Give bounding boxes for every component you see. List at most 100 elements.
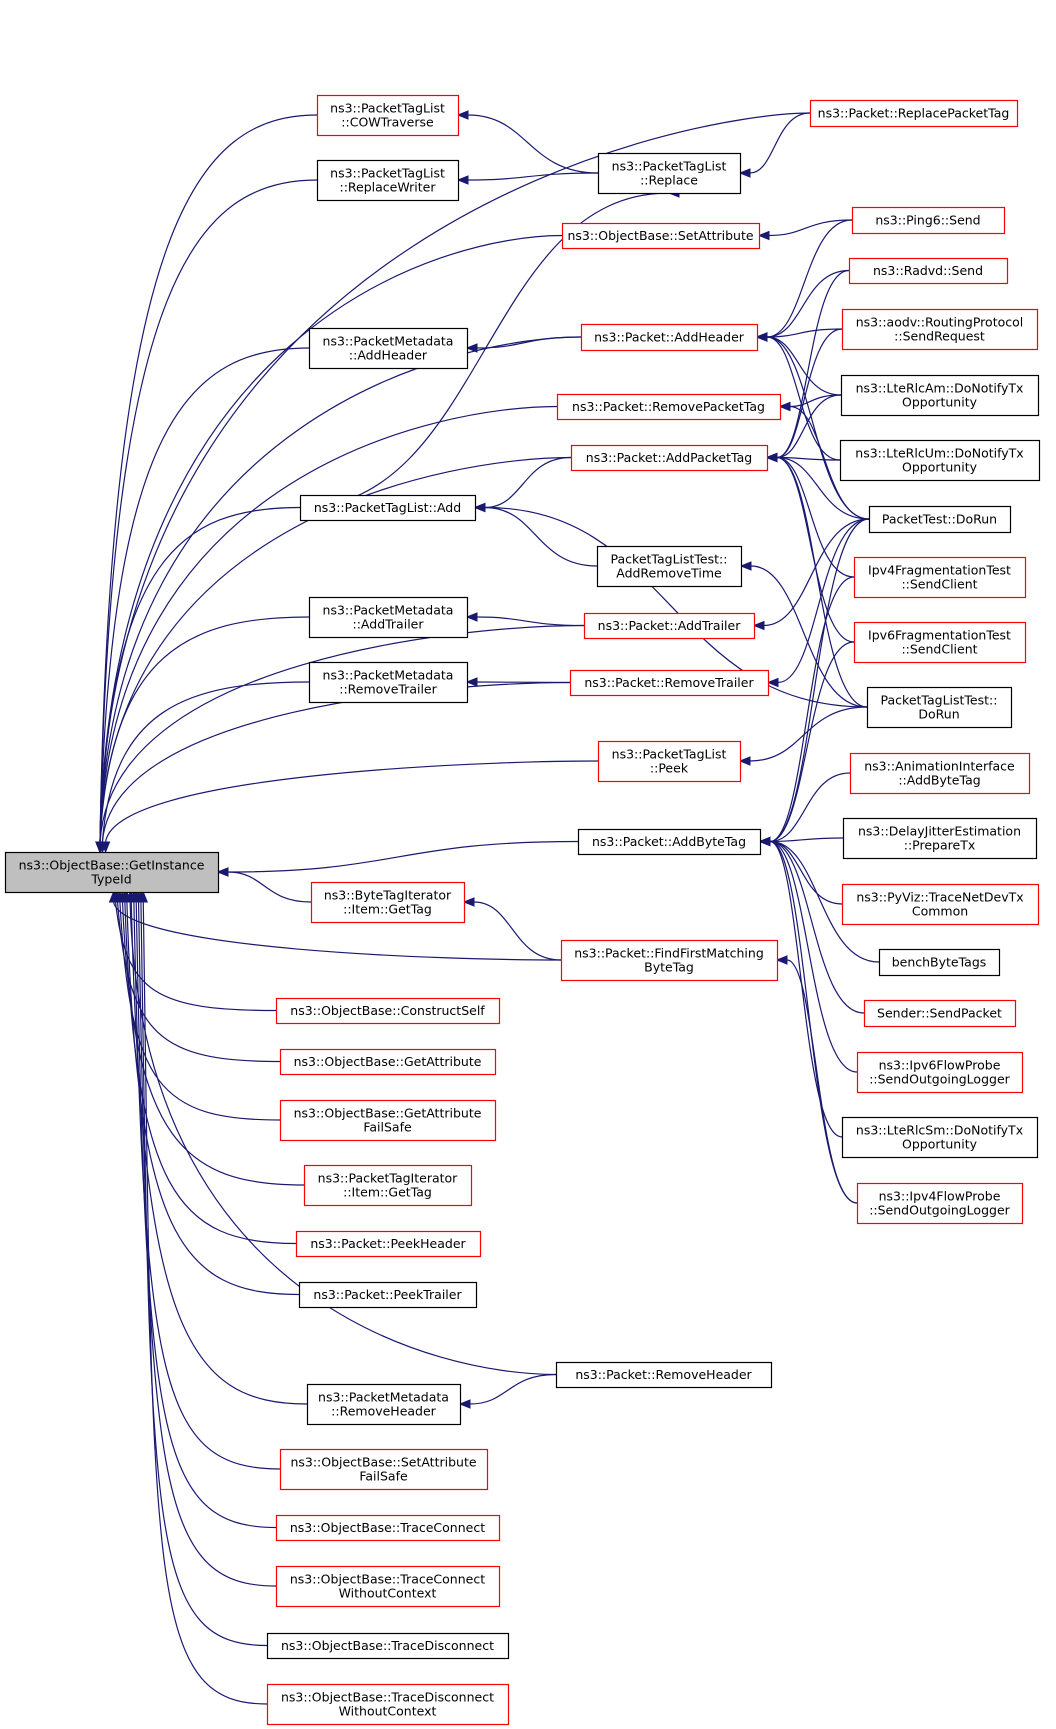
edge-p_removeheader-to-pm_removeheader: [458, 1373, 557, 1409]
edge-line: [469, 1373, 557, 1405]
node-label-line: ns3::Packet::AddPacketTag: [586, 450, 752, 465]
node-ptl_replace[interactable]: ns3::PacketTagList::Replace: [597, 152, 742, 195]
node-label-line: ::Item::GetTag: [343, 1185, 432, 1200]
node-peektrailer[interactable]: ns3::Packet::PeekTrailer: [298, 1281, 478, 1309]
node-box: [597, 740, 742, 783]
node-constructself[interactable]: ns3::ObjectBase::ConstructSelf: [275, 997, 501, 1025]
edge-ptl_add-to-root: [95, 506, 301, 854]
edge-line: [789, 394, 842, 408]
arrowhead-icon: [778, 401, 791, 412]
node-box: [848, 257, 1009, 285]
node-box: [849, 752, 1031, 795]
edges-layer: [95, 110, 880, 1705]
node-pkttagiter[interactable]: ns3::PacketTagIterator::Item::GetTag: [303, 1164, 473, 1207]
node-box: [308, 661, 469, 704]
node-pm_removeheader[interactable]: ns3::PacketMetadata::RemoveHeader: [306, 1383, 462, 1426]
edge-ipv6frag-to-addpackettag: [765, 452, 855, 643]
node-addremovetime[interactable]: PacketTagListTest::AddRemoveTime: [596, 545, 743, 588]
edge-sender-to-addbytetag: [758, 836, 865, 1014]
edge-line: [137, 901, 277, 1587]
node-label-line: ns3::ObjectBase::GetAttribute: [294, 1054, 482, 1069]
node-label-line: PacketTagListTest::: [881, 693, 998, 708]
node-box: [839, 439, 1041, 482]
node-label-line: ns3::Radvd::Send: [873, 263, 983, 278]
node-getattribute[interactable]: ns3::ObjectBase::GetAttribute: [279, 1048, 497, 1076]
arrowhead-icon: [757, 230, 770, 241]
node-delayjitter[interactable]: ns3::DelayJitterEstimation::PrepareTx: [842, 817, 1038, 860]
node-ptl_add[interactable]: ns3::PacketTagList::Add: [299, 494, 477, 522]
node-pm_addheader[interactable]: ns3::PacketMetadata::AddHeader: [308, 327, 469, 370]
node-label-line: ::RemoveTrailer: [339, 682, 437, 697]
node-traceconnectwc[interactable]: ns3::ObjectBase::TraceConnectWithoutCont…: [275, 1565, 501, 1608]
node-pm_removetrailer[interactable]: ns3::PacketMetadata::RemoveTrailer: [308, 661, 469, 704]
arrowhead-icon: [738, 168, 751, 178]
edge-line: [769, 772, 851, 843]
edge-animation-to-addbytetag: [758, 772, 851, 847]
node-ipv6flow[interactable]: ns3::Ipv6FlowProbe::SendOutgoingLogger: [856, 1051, 1024, 1094]
node-radvd[interactable]: ns3::Radvd::Send: [848, 257, 1009, 285]
node-removepackettag[interactable]: ns3::Packet::RemovePacketTag: [556, 393, 782, 421]
node-pm_addtrailer[interactable]: ns3::PacketMetadata::AddTrailer: [308, 596, 469, 639]
node-benchbytetags[interactable]: benchByteTags: [878, 948, 1001, 977]
node-box: [275, 997, 501, 1025]
node-label-line: ::Replace: [640, 173, 698, 188]
edge-line: [766, 269, 850, 338]
edge-line: [776, 394, 842, 459]
node-replacepackettag[interactable]: ns3::Packet::ReplacePacketTag: [809, 99, 1019, 128]
edge-line: [467, 114, 599, 174]
node-box: [863, 999, 1017, 1028]
node-ipv6frag[interactable]: Ipv6FragmentationTest::SendClient: [853, 621, 1027, 664]
edge-pm_addheader-to-root: [95, 347, 310, 854]
node-tracedisconnectwc[interactable]: ns3::ObjectBase::TraceDisconnectWithoutC…: [266, 1683, 510, 1726]
node-box: [596, 545, 743, 588]
arrowhead-icon: [465, 612, 478, 622]
node-tracedisconnect[interactable]: ns3::ObjectBase::TraceDisconnect: [266, 1632, 510, 1660]
node-box: [308, 596, 469, 639]
node-sender[interactable]: Sender::SendPacket: [863, 999, 1017, 1028]
node-label-line: Sender::SendPacket: [877, 1006, 1002, 1021]
node-replacewriter[interactable]: ns3::PacketTagList::ReplaceWriter: [316, 159, 460, 202]
node-label-line: ::RemoveHeader: [331, 1404, 437, 1419]
node-animation[interactable]: ns3::AnimationInterface::AddByteTag: [849, 752, 1031, 795]
node-label-line: Opportunity: [902, 460, 978, 475]
node-p_removeheader[interactable]: ns3::Packet::RemoveHeader: [555, 1361, 773, 1389]
edge-packettest-to-p_addtrailer: [752, 518, 870, 631]
node-ptl_peek[interactable]: ns3::PacketTagList::Peek: [597, 740, 742, 783]
node-ptltest_dorun[interactable]: PacketTagListTest::DoRun: [866, 686, 1013, 729]
node-peekheader[interactable]: ns3::Packet::PeekHeader: [295, 1230, 482, 1258]
node-ping6[interactable]: ns3::Ping6::Send: [851, 206, 1006, 235]
node-aodv[interactable]: ns3::aodv::RoutingProtocol::SendRequest: [841, 308, 1039, 351]
node-addbytetag[interactable]: ns3::Packet::AddByteTag: [577, 828, 762, 856]
node-bytetagiter[interactable]: ns3::ByteTagIterator::Item::GetTag: [310, 881, 466, 924]
arrowhead-icon: [775, 955, 788, 965]
node-p_removetrailer[interactable]: ns3::Packet::RemoveTrailer: [569, 669, 770, 697]
node-label-line: ns3::PacketMetadata: [323, 603, 454, 618]
node-ipv4flow[interactable]: ns3::Ipv4FlowProbe::SendOutgoingLogger: [856, 1182, 1024, 1225]
edge-lterlcam-to-p_addheader: [755, 332, 842, 396]
arrowhead-icon: [739, 561, 752, 571]
node-box: [561, 222, 761, 250]
node-setattribute[interactable]: ns3::ObjectBase::SetAttribute: [561, 222, 761, 250]
node-label-line: PacketTest::DoRun: [882, 512, 997, 527]
node-packettest[interactable]: PacketTest::DoRun: [868, 505, 1012, 534]
node-box: [856, 1051, 1024, 1094]
arrowhead-icon: [755, 332, 768, 342]
node-box: [308, 327, 469, 370]
edge-line: [769, 840, 858, 1073]
edge-line: [99, 336, 582, 843]
edge-p_addtrailer-to-root: [95, 624, 585, 854]
node-addpackettag[interactable]: ns3::Packet::AddPacketTag: [570, 444, 769, 472]
node-cowtraverse[interactable]: ns3::PacketTagList::COWTraverse: [316, 94, 460, 137]
node-p_addtrailer[interactable]: ns3::Packet::AddTrailer: [583, 612, 756, 640]
node-traceconnect[interactable]: ns3::ObjectBase::TraceConnect: [275, 1514, 501, 1542]
node-ipv4frag[interactable]: Ipv4FragmentationTest::SendClient: [853, 556, 1027, 599]
edge-line: [769, 840, 843, 905]
node-p_addheader[interactable]: ns3::Packet::AddHeader: [580, 323, 759, 352]
